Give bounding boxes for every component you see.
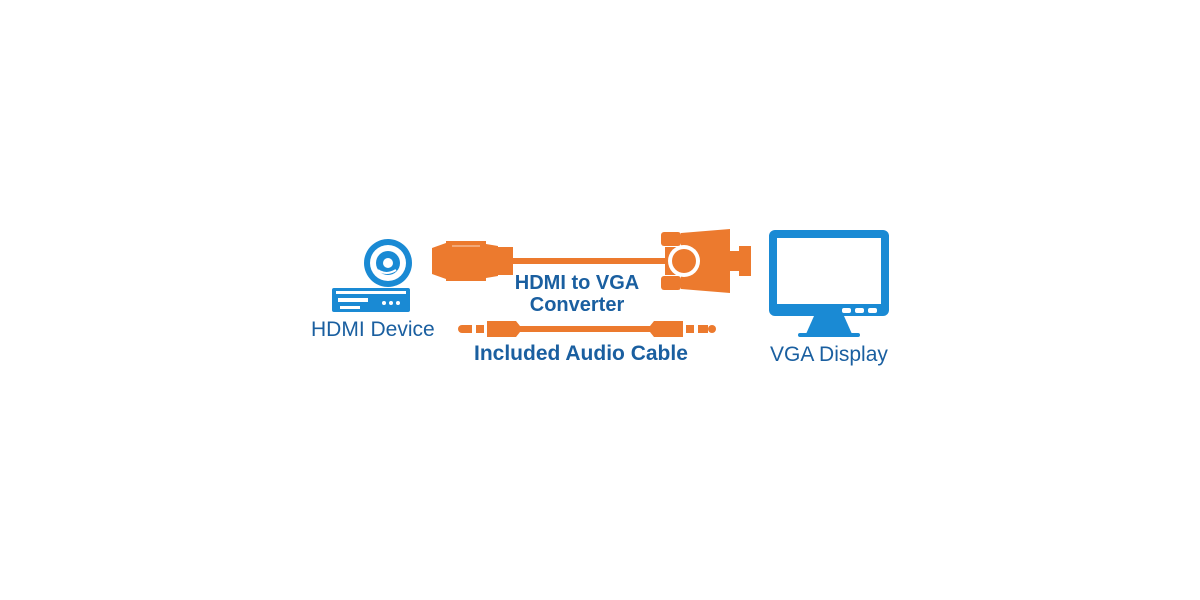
- converter-label-line-1: HDMI to VGA: [514, 272, 640, 294]
- audio-cable-icon: [458, 321, 716, 337]
- converter-label-line-2: Converter: [529, 294, 625, 316]
- player-box-icon: [332, 288, 410, 312]
- hdmi-to-vga-cable-icon: [432, 229, 751, 293]
- converter-cable-line: [513, 258, 665, 264]
- hdmi-device-label: HDMI Device: [311, 318, 435, 341]
- hdmi-plug-icon: [432, 241, 513, 281]
- media-player-icon: [332, 239, 412, 312]
- vga-plug-icon: [661, 229, 751, 293]
- vga-display-label: VGA Display: [770, 343, 888, 366]
- disc-icon: [364, 239, 412, 287]
- converter-label: HDMI to VGA Converter: [502, 272, 652, 316]
- monitor-icon: [769, 230, 889, 337]
- audio-cable-label: Included Audio Cable: [474, 342, 688, 365]
